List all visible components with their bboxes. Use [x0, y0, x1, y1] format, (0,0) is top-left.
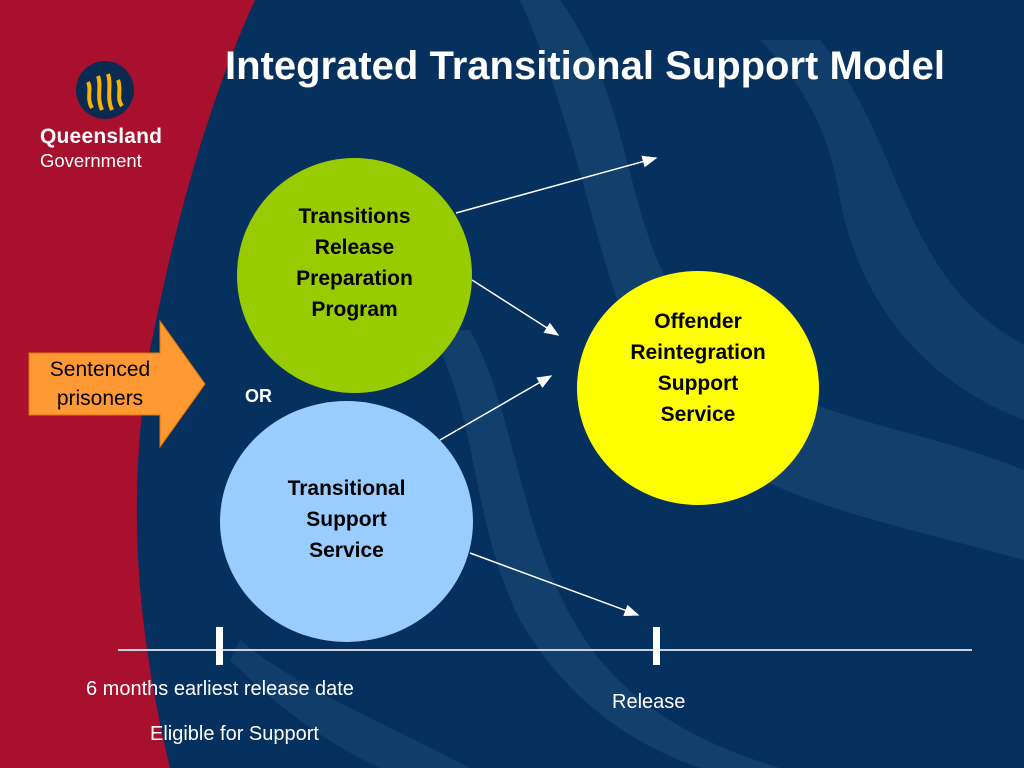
edge-trpp-outside [455, 155, 658, 214]
timeline-label-six-months: 6 months earliest release date [86, 678, 354, 700]
entry-label: Sentenced prisoners [49, 358, 151, 410]
node-label: Offender Reintegration Support Service [630, 310, 766, 426]
logo-subtitle: Government [40, 150, 142, 171]
timeline-label-eligible: Eligible for Support [150, 723, 319, 745]
entry-arrow-shape [28, 320, 206, 448]
or-label: OR [245, 386, 272, 406]
node-transitional-support-service: Transitional Support Service [220, 401, 473, 642]
node-label: Transitional Support Service [287, 476, 406, 562]
edge-trpp-orss [471, 279, 560, 336]
edge-tss-release [469, 552, 640, 616]
timeline-marker-six-months [216, 627, 223, 665]
node-transitions-release-preparation-program: Transitions Release Preparation Program [237, 158, 472, 393]
logo-name: Queensland [40, 125, 163, 148]
queensland-crest-icon [76, 61, 134, 119]
timeline-marker-release [653, 627, 660, 665]
edge-tss-orss [439, 375, 553, 441]
node-offender-reintegration-support-service: Offender Reintegration Support Service [577, 271, 819, 505]
node-label: Transitions Release Preparation Program [296, 205, 413, 321]
timeline-label-release: Release [612, 691, 686, 713]
slide-title: Integrated Transitional Support Model [225, 44, 946, 88]
